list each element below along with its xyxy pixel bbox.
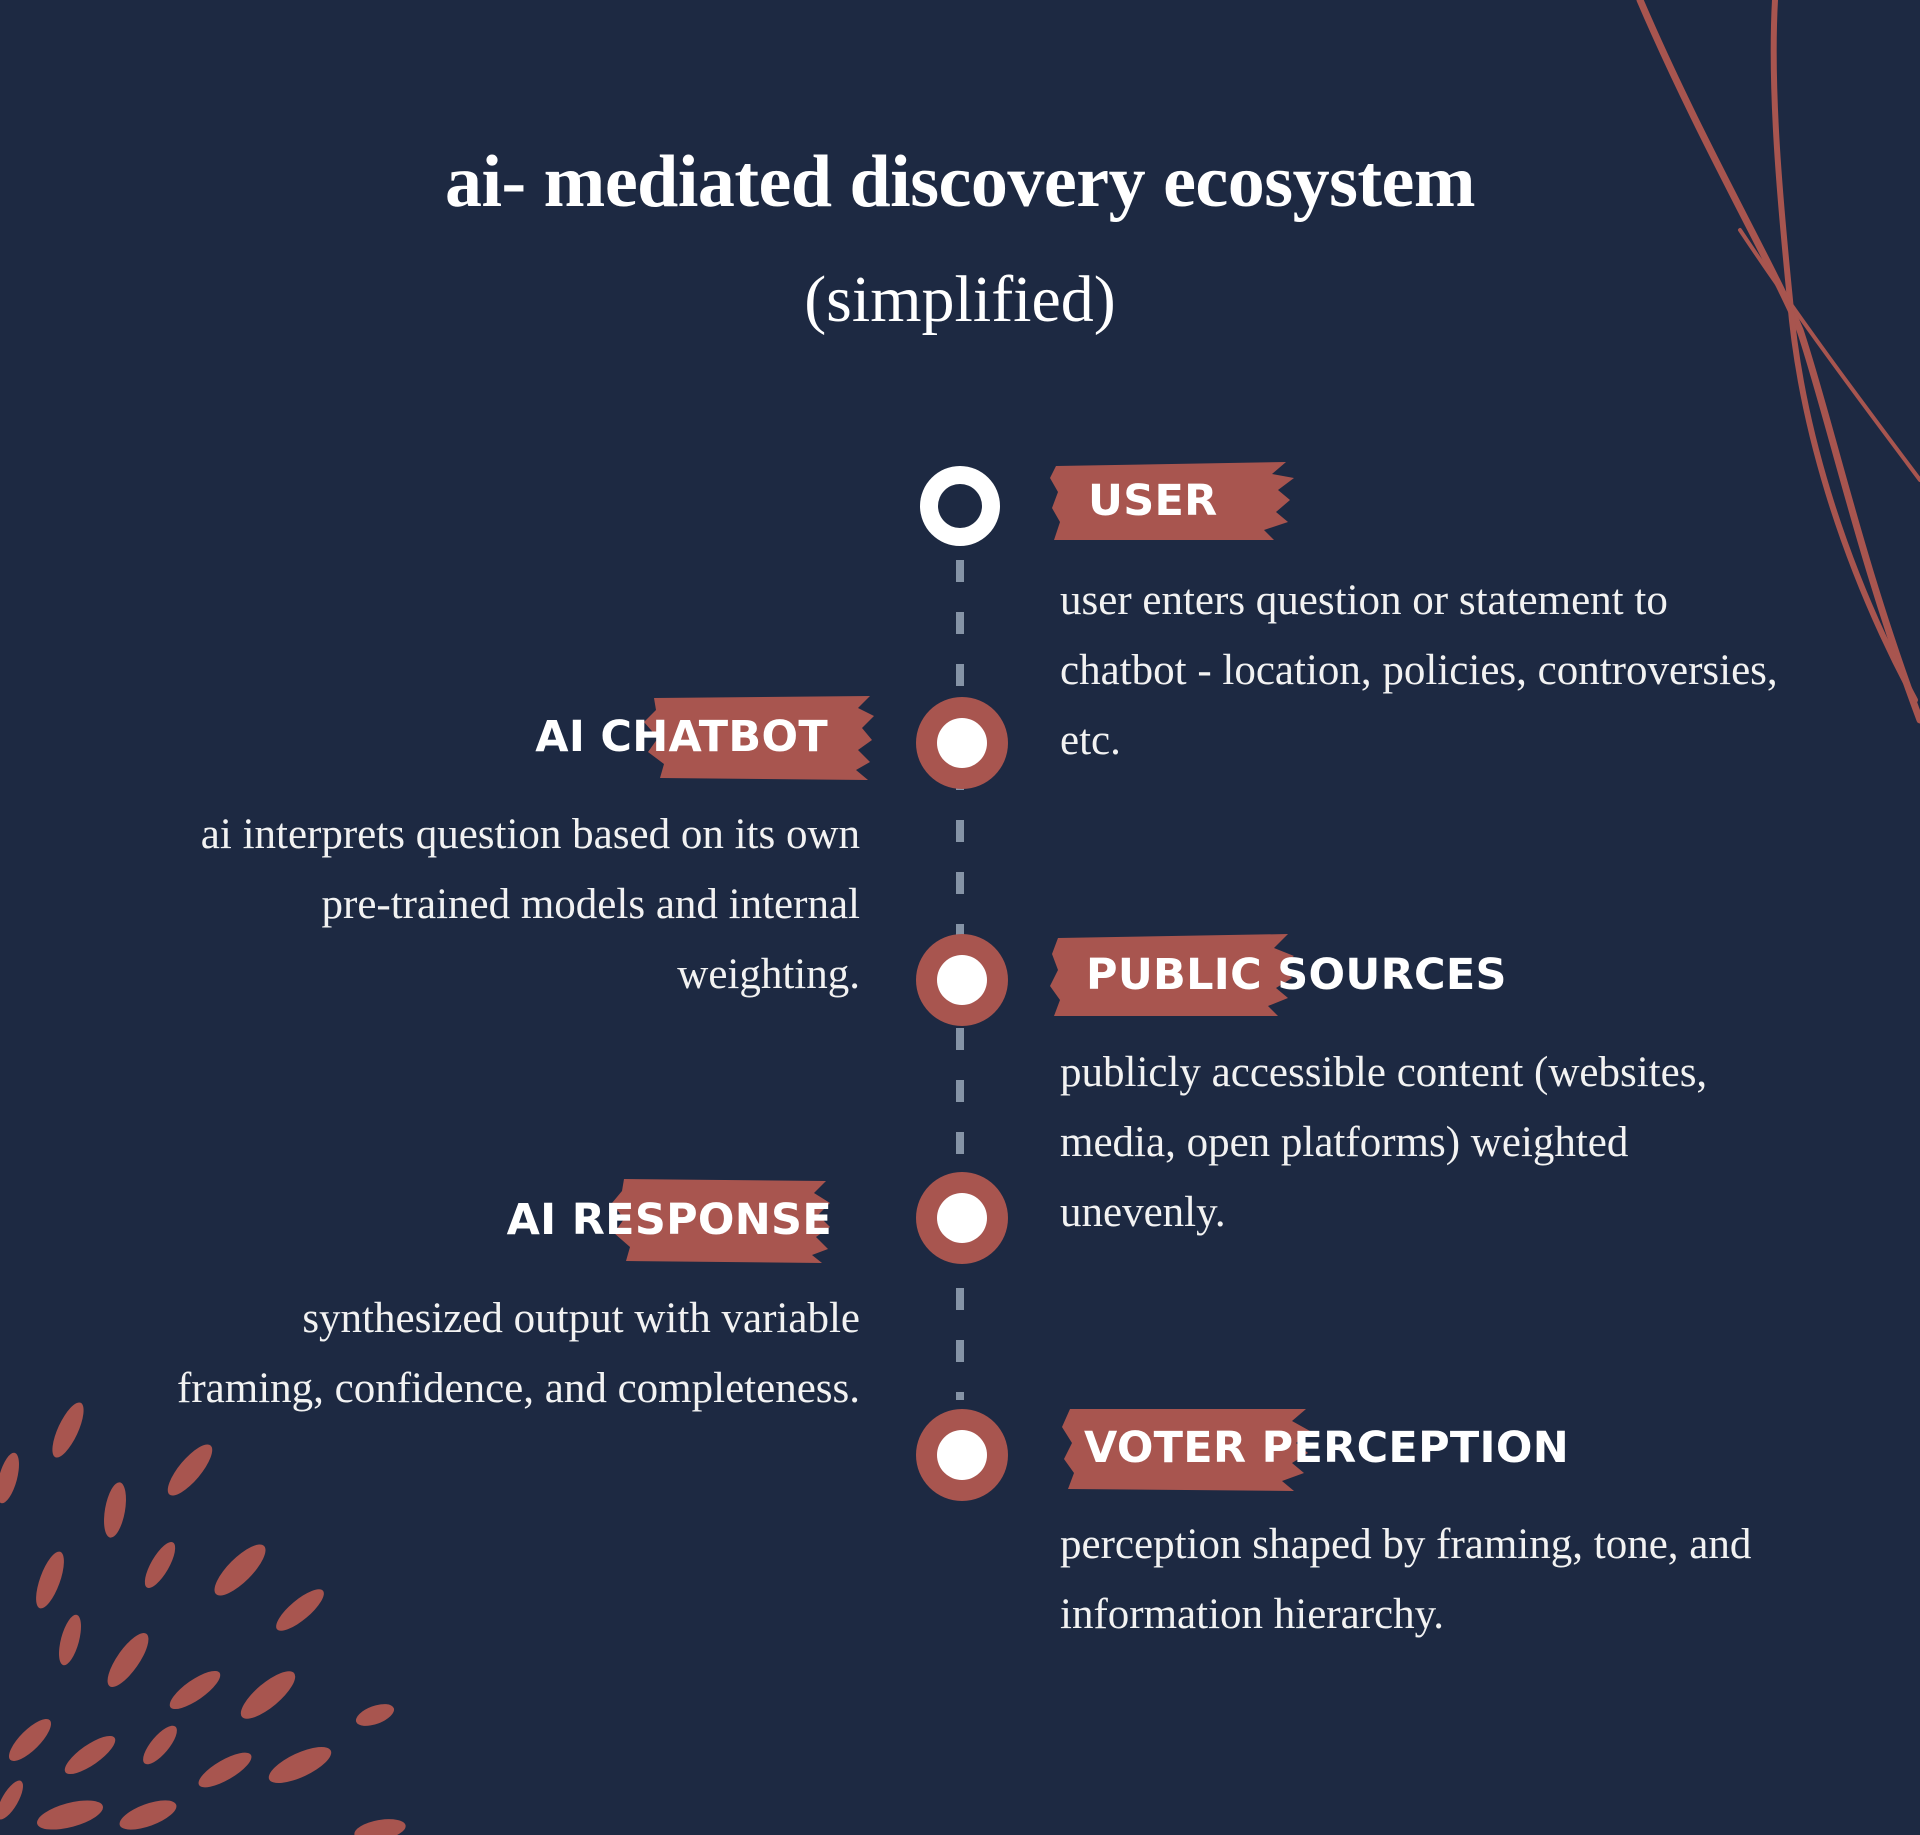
node-public-sources	[916, 934, 1008, 1026]
step-label-text: AI RESPONSE	[507, 1195, 832, 1245]
step-label-text: AI CHATBOT	[535, 712, 828, 762]
step-label-public-sources: PUBLIC SOURCES	[1050, 930, 1507, 1020]
node-ai-response	[916, 1172, 1008, 1264]
step-description-ai-response: synthesized output with variable framing…	[160, 1284, 860, 1424]
step-label-text: USER	[1088, 476, 1218, 526]
step-description-ai-chatbot: ai interprets question based on its own …	[160, 800, 860, 1010]
step-label-ai-chatbot: AI CHATBOT	[560, 692, 870, 782]
step-label-user: USER	[1050, 456, 1218, 546]
node-user	[920, 466, 1000, 546]
step-description-public-sources: publicly accessible content (websites, m…	[1060, 1038, 1780, 1248]
step-description-voter-perception: perception shaped by framing, tone, and …	[1060, 1510, 1760, 1650]
node-ai-chatbot	[916, 697, 1008, 789]
step-label-text: VOTER PERCEPTION	[1084, 1423, 1569, 1473]
step-label-text: PUBLIC SOURCES	[1086, 950, 1507, 1000]
step-description-user: user enters question or statement to cha…	[1060, 566, 1780, 776]
node-voter-perception	[916, 1409, 1008, 1501]
step-label-ai-response: AI RESPONSE	[520, 1175, 830, 1265]
step-label-voter-perception: VOTER PERCEPTION	[1062, 1403, 1569, 1493]
